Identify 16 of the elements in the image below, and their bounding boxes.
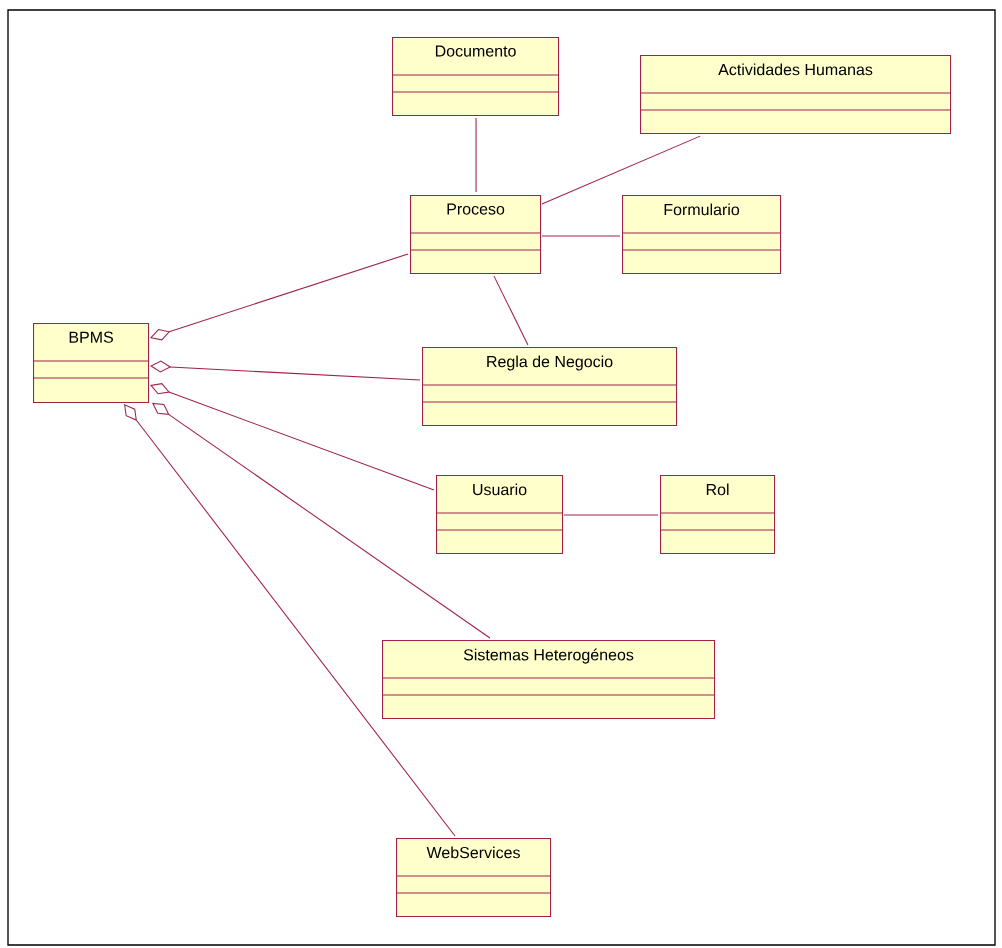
class-box: Actividades Humanas (639, 55, 952, 135)
association-line (475, 117, 477, 193)
class-box: Regla de Negocio (421, 347, 678, 427)
class-box: WebServices (395, 838, 552, 918)
association-line (563, 514, 659, 516)
class-box: BPMS (32, 323, 150, 404)
association-line (541, 135, 701, 205)
class-box: Documento (391, 37, 560, 117)
class-box: Proceso (409, 195, 542, 275)
aggregation-line (152, 402, 491, 639)
association-line (493, 275, 529, 346)
association-line (541, 235, 621, 237)
class-box: Usuario (435, 475, 564, 555)
class-box: Sistemas Heterogéneos (381, 640, 716, 720)
class-box: Rol (659, 475, 776, 555)
class-box: Formulario (621, 195, 782, 275)
